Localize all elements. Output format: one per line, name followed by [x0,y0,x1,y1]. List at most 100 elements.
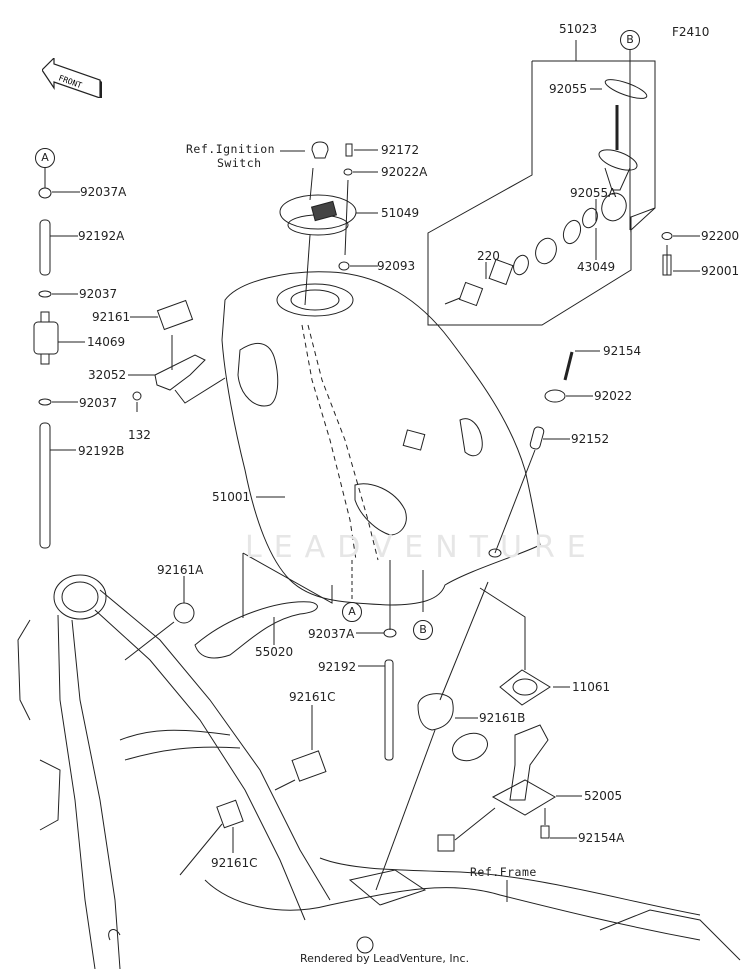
plate-220 [489,260,513,285]
washer-92022A [344,169,352,175]
part-label-43049[interactable]: 43049 [577,260,616,274]
gasket-92055 [603,76,648,102]
render-credit: Rendered by LeadVenture, Inc. [300,952,470,965]
part-label-92172[interactable]: 92172 [381,143,420,157]
frame-downtube-left [58,615,95,969]
part-label-92161C-upper[interactable]: 92161C [289,690,336,704]
fuel-cock-valve [598,190,630,225]
part-label-51023[interactable]: 51023 [559,22,598,36]
leader-55020-bracket [243,553,332,603]
part-label-92200[interactable]: 92200 [701,229,740,243]
leader-32052-tank [175,378,225,403]
hidden-hose-b [308,325,378,560]
part-label-132[interactable]: 132 [128,428,151,442]
part-label-92161[interactable]: 92161 [92,310,131,324]
tank-filler-ring [277,284,353,316]
figure-code: F2410 [672,25,710,39]
frame-seat-rail-lower [205,880,700,940]
part-label-32052[interactable]: 32052 [88,368,127,382]
part-label-92037A-mid[interactable]: 92037A [308,627,355,641]
screw-92154A [541,826,549,838]
sender-arm-52005 [510,725,548,800]
fuel-cap-51049 [280,195,356,229]
part-label-92093[interactable]: 92093 [377,259,416,273]
hidden-hose-a [302,325,356,560]
o-ring-92055A [560,218,583,246]
part-label-92154A[interactable]: 92154A [578,831,625,845]
ref-ignition-label-line2: Switch [217,156,262,170]
grommet-92093 [339,262,349,270]
frame-tank-mount [350,870,425,905]
part-label-92022A[interactable]: 92022A [381,165,428,179]
callout-a-top[interactable]: A [35,148,55,168]
frame-steering-head [54,575,106,619]
tank-drain-hole [489,549,501,557]
frame-main-lower [95,610,305,920]
tank-side-mount-left [238,343,278,406]
frame [18,575,740,969]
part-label-55020[interactable]: 55020 [255,645,294,659]
front-direction-arrow: FRONT [42,58,102,98]
part-label-92161A[interactable]: 92161A [157,563,204,577]
part-label-92152[interactable]: 92152 [571,432,610,446]
fuel-cock-flange [596,146,639,175]
lever-diaphragm [532,235,560,266]
part-label-11061[interactable]: 11061 [572,680,611,694]
screw-92172 [346,144,352,156]
clamp-92037A [39,188,51,198]
part-label-92001[interactable]: 92001 [701,264,740,278]
damper-92161C-lower [217,800,243,828]
part-label-92154[interactable]: 92154 [603,344,642,358]
washer-92200 [662,233,672,240]
leader-ignition-axis [310,168,313,200]
part-label-92037A-top[interactable]: 92037A [80,185,127,199]
frame-engine-mount [40,760,60,830]
bracket-32052 [155,355,205,390]
part-label-51001[interactable]: 51001 [212,490,251,504]
leader-92161C-upper-axis [275,780,295,790]
fuel-cock-group-outline [428,61,655,325]
fuel-filter-14069 [34,322,58,354]
part-label-92055[interactable]: 92055 [549,82,588,96]
frame-rear [600,910,740,960]
part-label-92192B[interactable]: 92192B [78,444,125,458]
damper-92161C-upper [292,751,326,781]
part-label-92192[interactable]: 92192 [318,660,357,674]
callout-a-mid[interactable]: A [342,602,362,622]
damper-92161B [418,694,453,730]
part-label-92022[interactable]: 92022 [594,389,633,403]
fuel-cock-stem [605,168,630,190]
part-label-92055A[interactable]: 92055A [570,186,617,200]
part-label-52005[interactable]: 52005 [584,789,623,803]
part-label-92161C-lower[interactable]: 92161C [211,856,258,870]
leader-11061-axis [480,588,525,670]
part-label-92192A[interactable]: 92192A [78,229,125,243]
damper-92161A [174,603,194,623]
ref-ignition-label-line1: Ref.Ignition [186,142,276,156]
gasket-43049 [580,206,600,230]
sender-connector [438,835,454,851]
callout-b-top[interactable]: B [620,30,640,50]
leader-92161B-frame [376,730,435,890]
washer-92022 [545,390,565,402]
float-52005 [449,729,492,766]
clip-92037-upper [39,291,51,297]
leader-92161C-lower-axis [180,824,222,875]
part-label-14069[interactable]: 14069 [87,335,126,349]
part-label-220[interactable]: 220 [477,249,500,263]
part-label-51049[interactable]: 51049 [381,206,420,220]
hose-92192A [40,220,50,275]
part-label-92037-lower[interactable]: 92037 [79,396,118,410]
leader-92022A-axis [345,180,348,255]
part-label-92037-upper[interactable]: 92037 [79,287,118,301]
frame-downtube-right [72,620,120,969]
bolt-92154 [565,352,572,380]
part-label-92161B[interactable]: 92161B [479,711,526,725]
lever-knob [459,282,482,305]
frame-front-bracket [18,620,30,720]
callout-b-mid[interactable]: B [413,620,433,640]
frame-pivot [357,937,373,953]
frame-crossmember-upper [120,730,230,740]
tank-filler-neck [291,290,339,310]
